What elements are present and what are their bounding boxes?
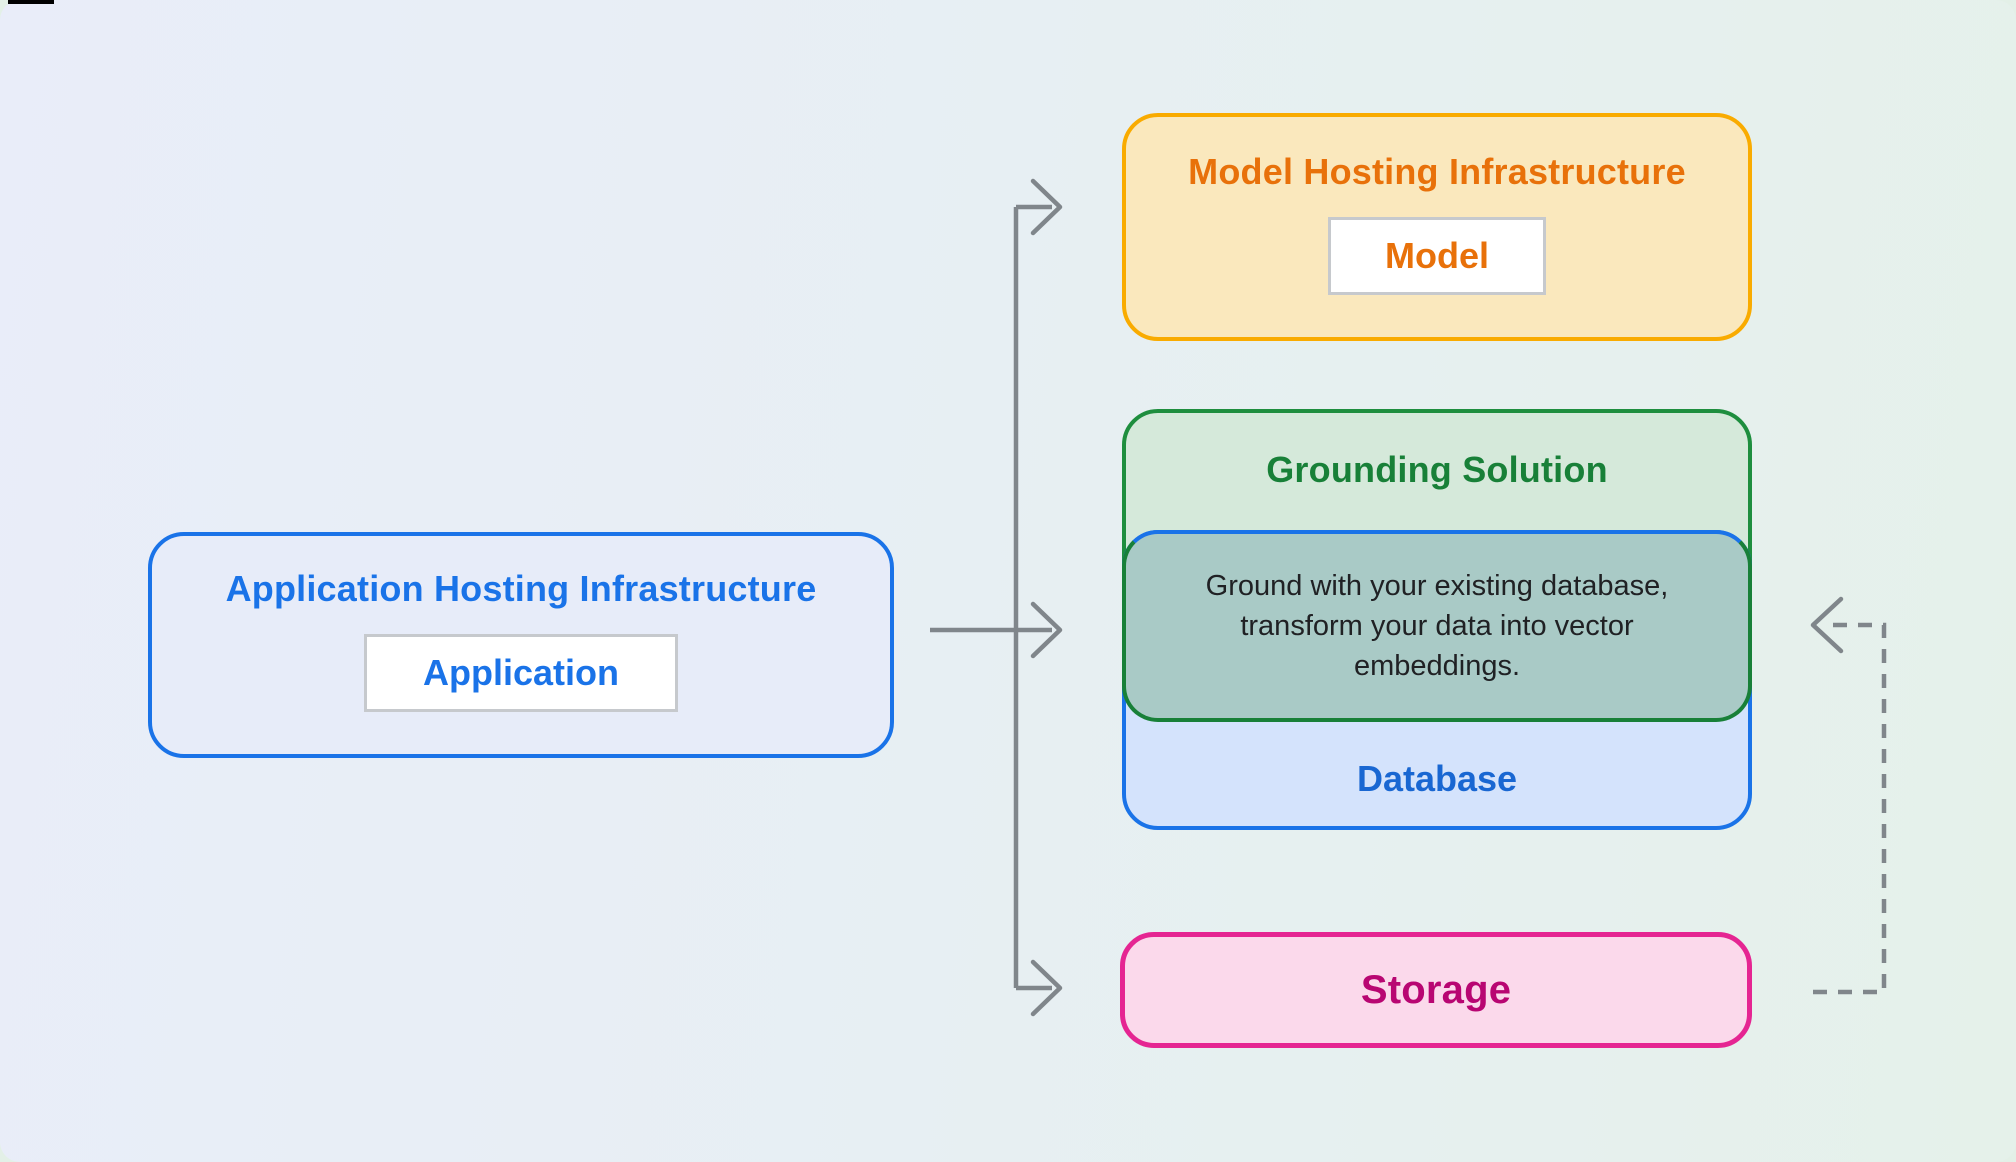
grounding-solution-group: Grounding Solution Database Ground with … (1122, 409, 1752, 830)
grounding-description-line: embeddings. (1353, 650, 1521, 682)
top-left-black-bar-artifact (8, 0, 54, 4)
database-label: Database (1356, 758, 1518, 799)
grounding-description-line: transform your data into vector (1240, 610, 1634, 642)
grounding-description-box: Ground with your existing database, tran… (1122, 530, 1752, 722)
storage-title: Storage (1360, 967, 1512, 1012)
grounding-description-line: Ground with your existing database, (1205, 570, 1669, 602)
application-node: Application (364, 634, 678, 712)
model-hosting-title: Model Hosting Infrastructure (1188, 151, 1686, 192)
model-hosting-box: Model Hosting Infrastructure Model (1122, 113, 1752, 341)
grounding-solution-title: Grounding Solution (1266, 449, 1608, 490)
application-hosting-title: Application Hosting Infrastructure (225, 568, 817, 609)
model-node: Model (1328, 217, 1546, 295)
storage-box: Storage (1120, 932, 1752, 1048)
application-hosting-box: Application Hosting Infrastructure Appli… (148, 532, 894, 758)
